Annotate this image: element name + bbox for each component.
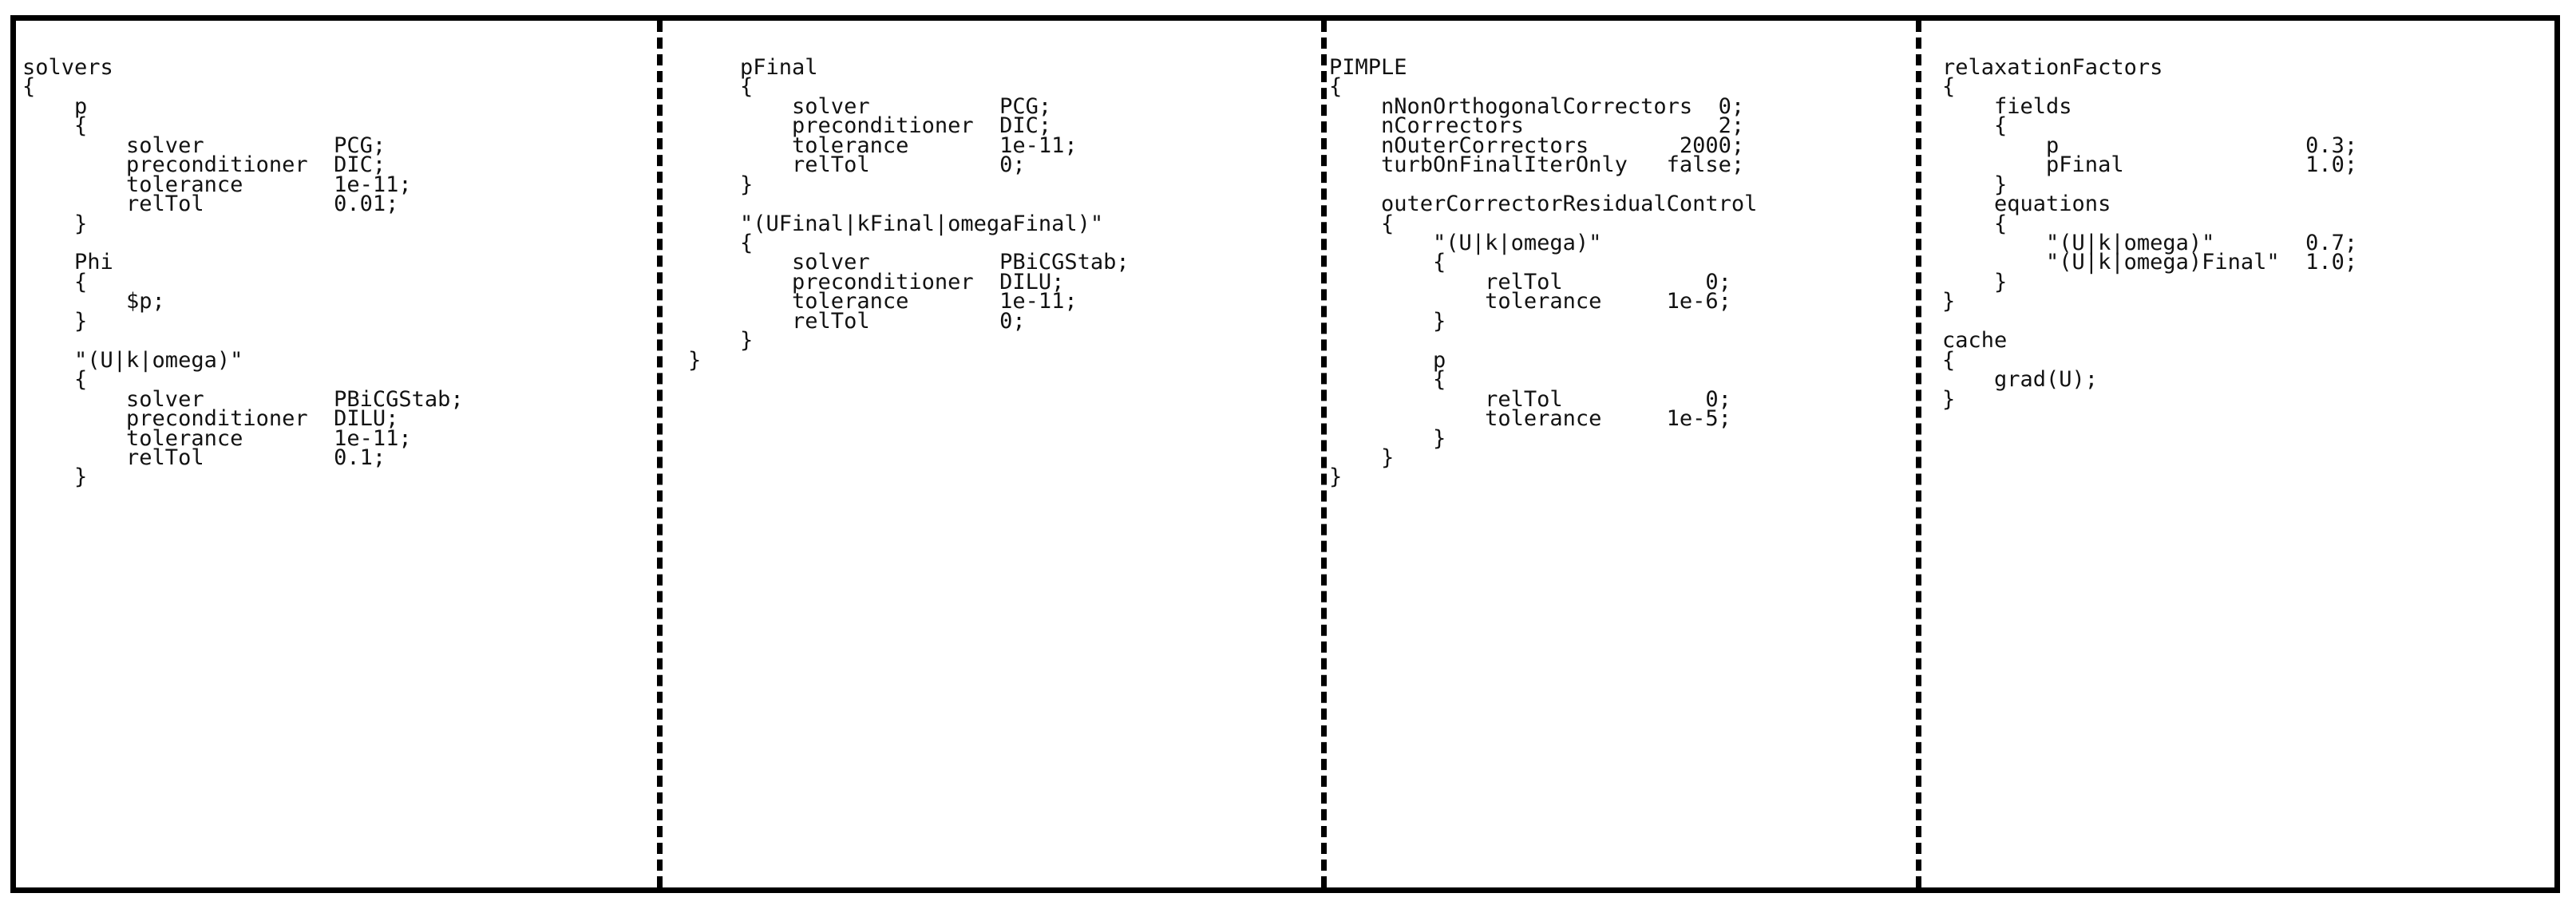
- code-column-pimple: PIMPLE { nNonOrthogonalCorrectors 0; nCo…: [1329, 19, 1920, 909]
- column-divider-1: [657, 21, 663, 887]
- column-divider-3: [1916, 21, 1921, 887]
- code-block-pimple: PIMPLE { nNonOrthogonalCorrectors 0; nCo…: [1329, 54, 1758, 490]
- code-block-solvers: solvers { p { solver PCG; preconditioner…: [22, 54, 464, 490]
- code-column-pfinal: pFinal { solver PCG; preconditioner DIC;…: [688, 19, 1295, 909]
- column-divider-2: [1321, 21, 1327, 887]
- code-block-relaxation-factors: relaxationFactors { fields { p 0.3; pFin…: [1942, 54, 2358, 412]
- code-column-solvers: solvers { p { solver PCG; preconditioner…: [22, 19, 645, 909]
- code-listing-frame: [10, 15, 2560, 893]
- code-column-relaxation-factors: relaxationFactors { fields { p 0.3; pFin…: [1942, 19, 2565, 909]
- code-block-pfinal: pFinal { solver PCG; preconditioner DIC;…: [688, 54, 1130, 373]
